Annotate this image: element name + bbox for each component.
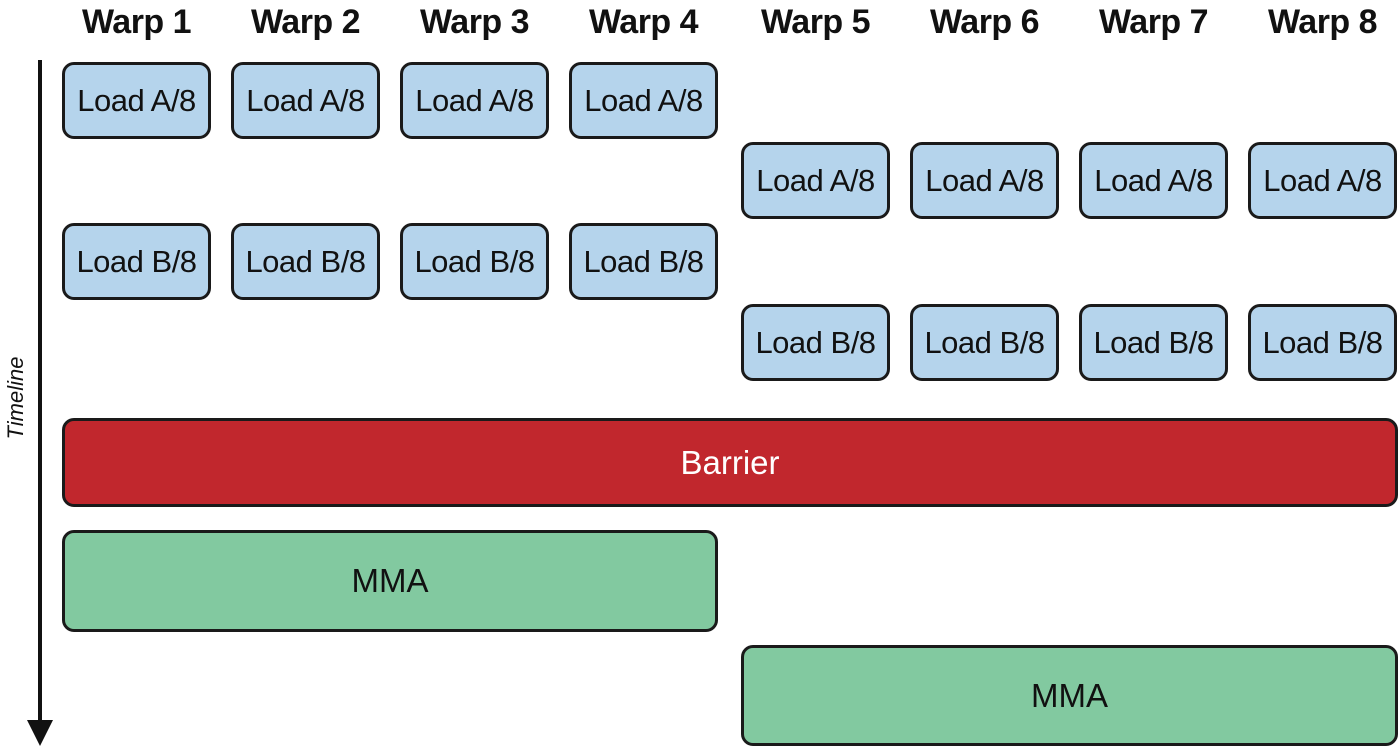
warp-header-5: Warp 5 <box>760 3 871 41</box>
load-box-step0-warp2: Load A/8 <box>231 62 380 139</box>
mma-block-5: MMA <box>62 530 718 632</box>
load-box-step3-warp5: Load B/8 <box>741 304 890 381</box>
warp-header-6: Warp 6 <box>929 3 1040 41</box>
load-box-step1-warp7: Load A/8 <box>1079 142 1228 219</box>
load-box-step2-warp4: Load B/8 <box>569 223 718 300</box>
timeline-label: Timeline <box>3 356 28 440</box>
warp-header-4: Warp 4 <box>588 3 699 41</box>
load-box-step0-warp3: Load A/8 <box>400 62 549 139</box>
warp-header-3: Warp 3 <box>419 3 530 41</box>
load-box-step3-warp6: Load B/8 <box>910 304 1059 381</box>
load-box-step0-warp4: Load A/8 <box>569 62 718 139</box>
load-box-step0-warp1: Load A/8 <box>62 62 211 139</box>
load-box-step2-warp2: Load B/8 <box>231 223 380 300</box>
warp-header-1: Warp 1 <box>81 3 192 41</box>
load-box-step3-warp8: Load B/8 <box>1248 304 1397 381</box>
load-box-step2-warp1: Load B/8 <box>62 223 211 300</box>
barrier-block-4: Barrier <box>62 418 1398 507</box>
warp-header-7: Warp 7 <box>1098 3 1209 41</box>
load-box-step2-warp3: Load B/8 <box>400 223 549 300</box>
warp-header-2: Warp 2 <box>250 3 361 41</box>
load-box-step3-warp7: Load B/8 <box>1079 304 1228 381</box>
mma-block-6: MMA <box>741 645 1398 746</box>
load-box-step1-warp5: Load A/8 <box>741 142 890 219</box>
load-box-step1-warp6: Load A/8 <box>910 142 1059 219</box>
timeline-arrow-head <box>27 720 53 746</box>
warp-header-8: Warp 8 <box>1267 3 1378 41</box>
load-box-step1-warp8: Load A/8 <box>1248 142 1397 219</box>
